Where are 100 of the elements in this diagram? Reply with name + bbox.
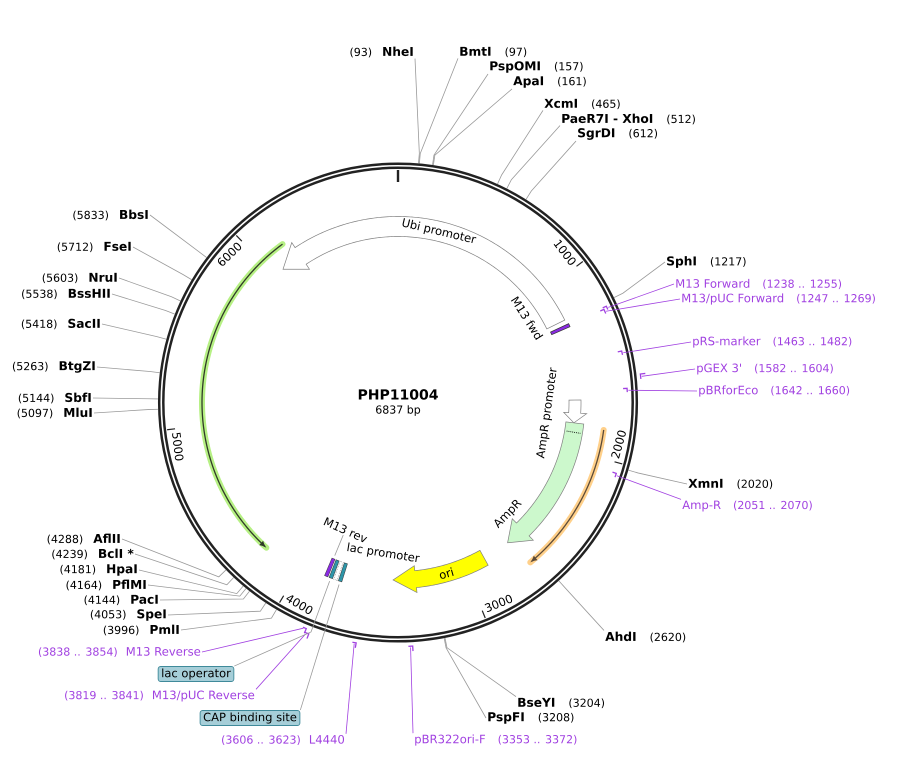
leader-line xyxy=(132,246,192,280)
leader-line xyxy=(202,628,304,652)
leader-line xyxy=(614,262,666,298)
feature-label: M13 rev xyxy=(324,517,368,542)
leader-line xyxy=(102,324,167,340)
feature-bar xyxy=(324,558,336,578)
restriction-site-label: (5097) MluI xyxy=(18,408,92,418)
restriction-site-label: ApaI (161) xyxy=(513,76,586,88)
leader-line xyxy=(628,470,688,484)
leader-line xyxy=(94,408,158,414)
leader-line xyxy=(134,554,234,586)
primer-mark xyxy=(612,472,618,478)
leader-line xyxy=(346,643,355,734)
promoter-feature: AmpR promoter xyxy=(536,367,588,459)
restriction-site-label: (5538) BssHII xyxy=(22,288,110,300)
primer-mark xyxy=(302,626,308,634)
restriction-site-label: (4053) SpeI xyxy=(90,609,166,621)
leader-line xyxy=(432,74,488,166)
leader-line xyxy=(432,88,512,166)
primer-mark xyxy=(408,645,414,652)
restriction-site-label: (5603) NruI xyxy=(42,272,117,284)
primer-mark xyxy=(623,388,628,392)
feature-bar xyxy=(338,562,348,582)
orf-feature xyxy=(527,426,607,566)
restriction-site-label: (5263) BtgZI xyxy=(12,361,95,373)
orf-feature xyxy=(199,241,286,551)
restriction-site-label: (5418) SacII xyxy=(22,318,100,330)
leader-line xyxy=(608,284,674,308)
feature-tag: CAP binding site xyxy=(200,710,300,726)
leader-line xyxy=(150,214,208,258)
restriction-site-label: AhdI (2620) xyxy=(605,632,686,642)
leader-line xyxy=(256,634,306,690)
leader-line xyxy=(300,584,340,710)
restriction-site-label: PspOMI (157) xyxy=(490,61,583,73)
leader-line xyxy=(138,570,244,594)
leader-line xyxy=(616,475,682,500)
primer-label: M13/pUC Forward (1247 .. 1269) xyxy=(682,293,875,305)
leader-line xyxy=(334,534,344,556)
leader-line xyxy=(558,580,604,631)
leader-line xyxy=(444,638,516,698)
leader-line xyxy=(444,638,486,718)
primer-label: pRS-marker (1463 .. 1482) xyxy=(693,336,852,348)
primer-label: M13 Forward (1238 .. 1255) xyxy=(676,278,842,290)
restriction-site-label: (5144) SbfI xyxy=(18,392,91,404)
feature-tag: lac operator xyxy=(158,666,234,682)
tick-label: 5000 xyxy=(172,432,184,460)
primer-label: pBRforEco (1642 .. 1660) xyxy=(699,385,850,397)
primer-label: pBR322ori-F (3353 .. 3372) xyxy=(415,734,576,746)
restriction-site-label: BseYI (3204) xyxy=(518,698,604,708)
restriction-site-label: PaeR7I - XhoI (512) xyxy=(562,114,695,124)
primer-label: pGEX 3' (1582 .. 1604) xyxy=(697,364,833,375)
leader-line xyxy=(506,125,560,189)
leader-line xyxy=(122,538,226,578)
primer-label: (3606 .. 3623) L4440 xyxy=(222,734,344,746)
leader-line xyxy=(168,602,266,616)
restriction-site-label: (4181) HpaI xyxy=(60,564,137,576)
primer-mark xyxy=(600,308,606,314)
restriction-site-label: PspFI (3208) xyxy=(488,712,574,724)
leader-line xyxy=(641,368,696,377)
leader-line xyxy=(497,110,544,184)
restriction-site-label: SphI (1217) xyxy=(667,256,746,268)
restriction-site-label: (5833) BbsI xyxy=(73,210,148,220)
leader-line xyxy=(148,584,247,597)
node-label: AmpR promoter xyxy=(536,367,556,459)
restriction-site-label: (5712) FseI xyxy=(58,242,131,252)
leader-line xyxy=(92,398,158,400)
tick-label: 2000 xyxy=(611,430,626,459)
leader-line xyxy=(180,609,277,630)
restriction-site-label: (93) NheI xyxy=(350,46,413,58)
leader-line xyxy=(418,58,458,164)
primer-mark xyxy=(640,372,646,379)
restriction-site-label: (4144) PacI xyxy=(84,594,158,606)
primer-label: Amp-R (2051 .. 2070) xyxy=(682,500,812,512)
leader-line xyxy=(234,580,330,666)
restriction-site-label: XmnI (2020) xyxy=(688,478,772,490)
leader-line xyxy=(112,294,176,315)
primer-label: (3838 .. 3854) M13 Reverse xyxy=(38,646,200,658)
restriction-site-label: BmtI (97) xyxy=(460,46,526,58)
leader-line xyxy=(96,366,160,374)
restriction-site-label: (3996) PmlI xyxy=(104,624,179,636)
primer-mark xyxy=(352,642,357,648)
leader-line xyxy=(606,298,680,312)
restriction-site-label: SgrDI (612) xyxy=(578,128,658,140)
restriction-site-label: (4239) BclI * xyxy=(52,548,134,560)
leader-line xyxy=(414,58,420,164)
tick-label: 4000 xyxy=(286,595,312,614)
primer-mark xyxy=(304,631,310,639)
leader-line xyxy=(410,647,414,734)
feature-bar xyxy=(328,560,340,579)
restriction-site-label: XcmI (465) xyxy=(544,98,620,110)
primer-label: (3819 .. 3841) M13/pUC Reverse xyxy=(65,690,254,702)
leader-line xyxy=(526,140,576,200)
restriction-site-label: (4164) PflMI xyxy=(66,580,146,590)
tick-label: 3000 xyxy=(484,594,512,612)
primer-mark xyxy=(602,305,608,310)
leader-line xyxy=(118,278,181,302)
leader-line xyxy=(160,590,250,600)
primer-mark xyxy=(618,350,624,356)
restriction-site-label: (4288) AflII xyxy=(48,534,120,544)
leader-line xyxy=(628,390,698,392)
